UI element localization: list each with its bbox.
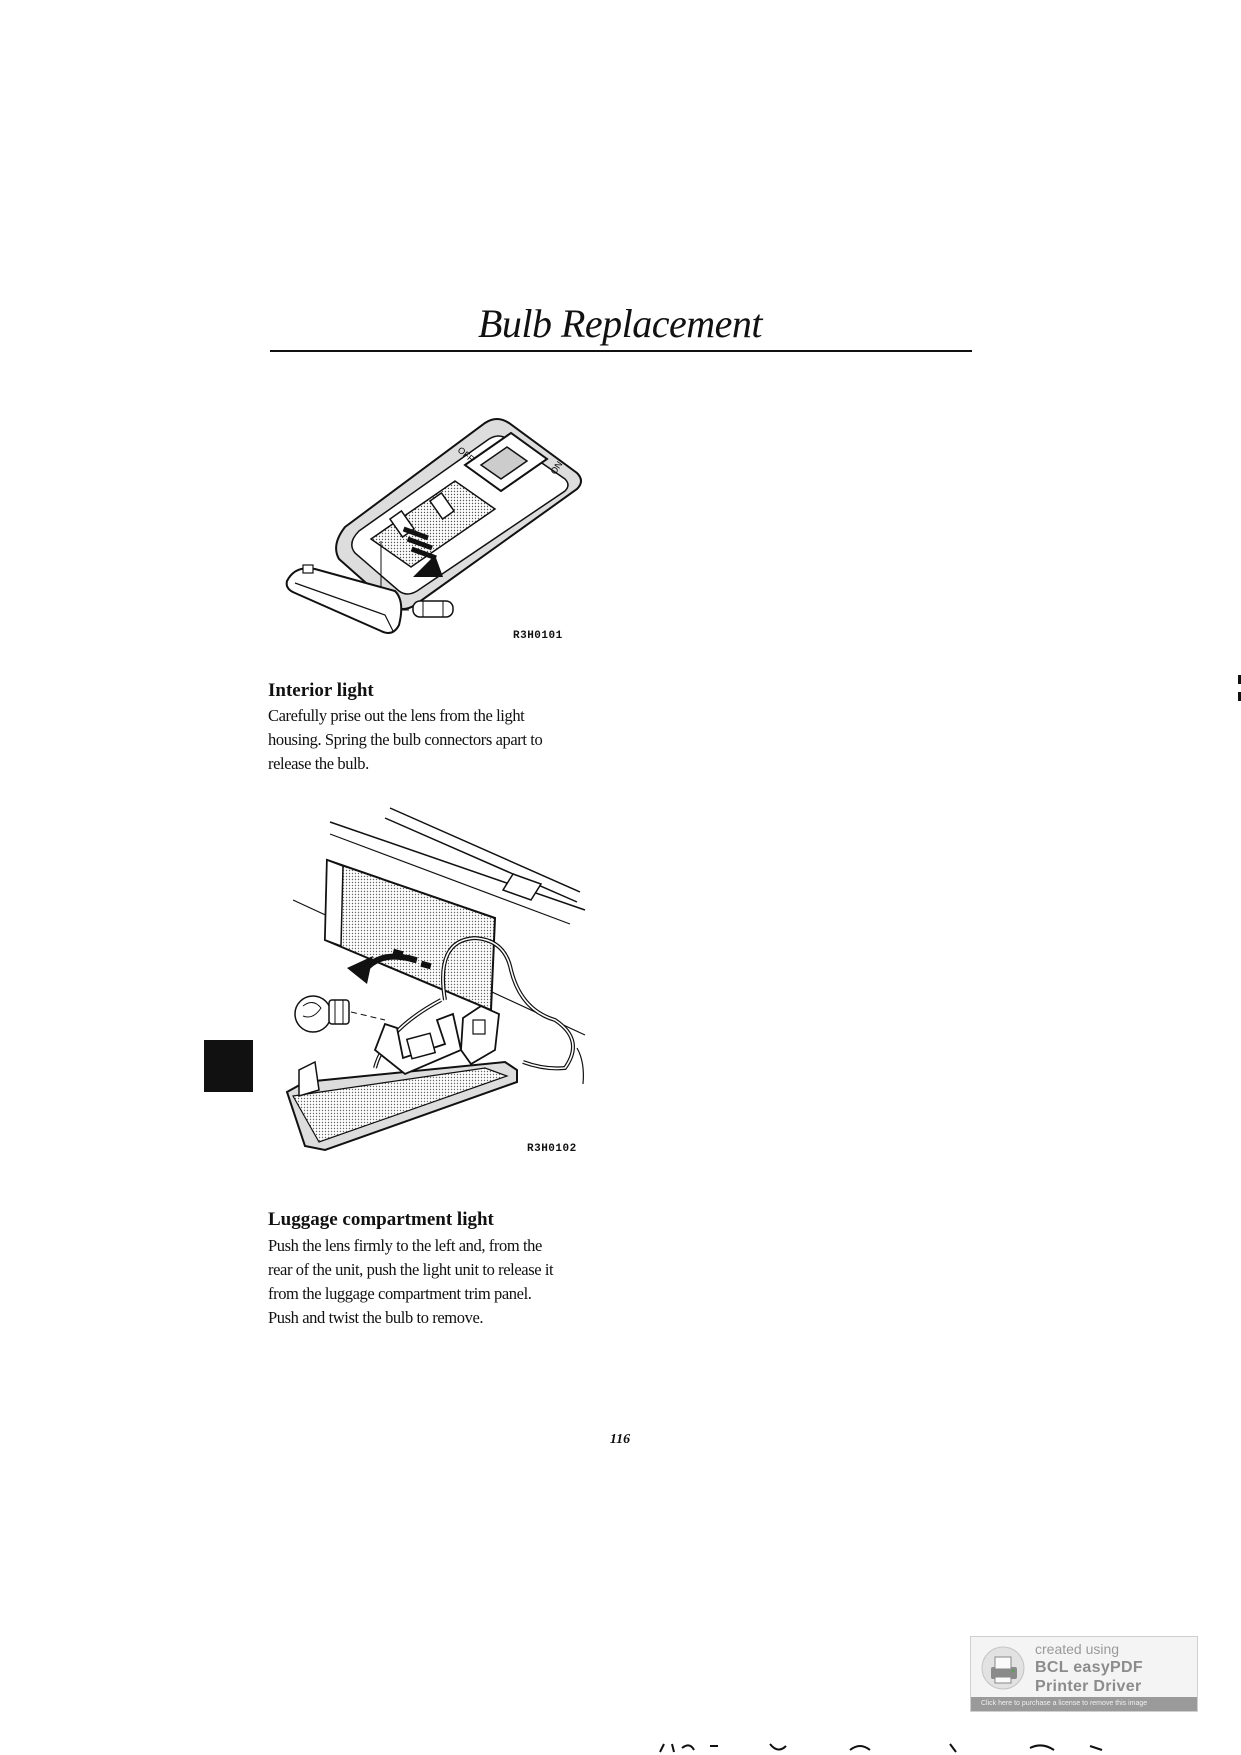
section-body: Carefully prise out the lens from the li… bbox=[268, 704, 608, 776]
section-tab-marker bbox=[204, 1040, 253, 1092]
section-body: Push the lens firmly to the left and, fr… bbox=[268, 1234, 608, 1330]
stamp-license-link[interactable]: Click here to purchase a license to remo… bbox=[971, 1697, 1197, 1711]
title-rule bbox=[270, 350, 972, 352]
page-number: 116 bbox=[609, 1432, 631, 1447]
edge-mark bbox=[1238, 675, 1241, 684]
luggage-light-illustration bbox=[285, 807, 586, 1152]
pdf-creator-stamp[interactable]: created using BCL easyPDF Printer Driver… bbox=[970, 1636, 1198, 1712]
stamp-product: BCL easyPDF bbox=[1035, 1659, 1143, 1676]
figure-code: R3H0101 bbox=[513, 630, 563, 642]
stamp-caption: created using bbox=[1035, 1641, 1120, 1657]
body-line: Push and twist the bulb to remove. bbox=[268, 1308, 484, 1327]
stamp-driver: Printer Driver bbox=[1035, 1678, 1142, 1695]
edge-mark bbox=[1238, 692, 1241, 701]
section-heading: Luggage compartment light bbox=[268, 1209, 494, 1230]
printer-icon bbox=[981, 1646, 1025, 1690]
body-line: Push the lens firmly to the left and, fr… bbox=[268, 1236, 542, 1255]
body-line: release the bulb. bbox=[268, 754, 369, 773]
figure-code: R3H0102 bbox=[527, 1143, 577, 1155]
section-heading: Interior light bbox=[268, 680, 374, 701]
body-line: rear of the unit, push the light unit to… bbox=[268, 1260, 554, 1279]
body-line: from the luggage compartment trim panel. bbox=[268, 1284, 532, 1303]
page-title: Bulb Replacement bbox=[477, 301, 763, 346]
body-line: housing. Spring the bulb connectors apar… bbox=[268, 730, 543, 749]
interior-light-illustration: OFF ON bbox=[285, 418, 582, 634]
bottom-scan-artifact bbox=[659, 1743, 1103, 1753]
body-line: Carefully prise out the lens from the li… bbox=[268, 706, 525, 725]
